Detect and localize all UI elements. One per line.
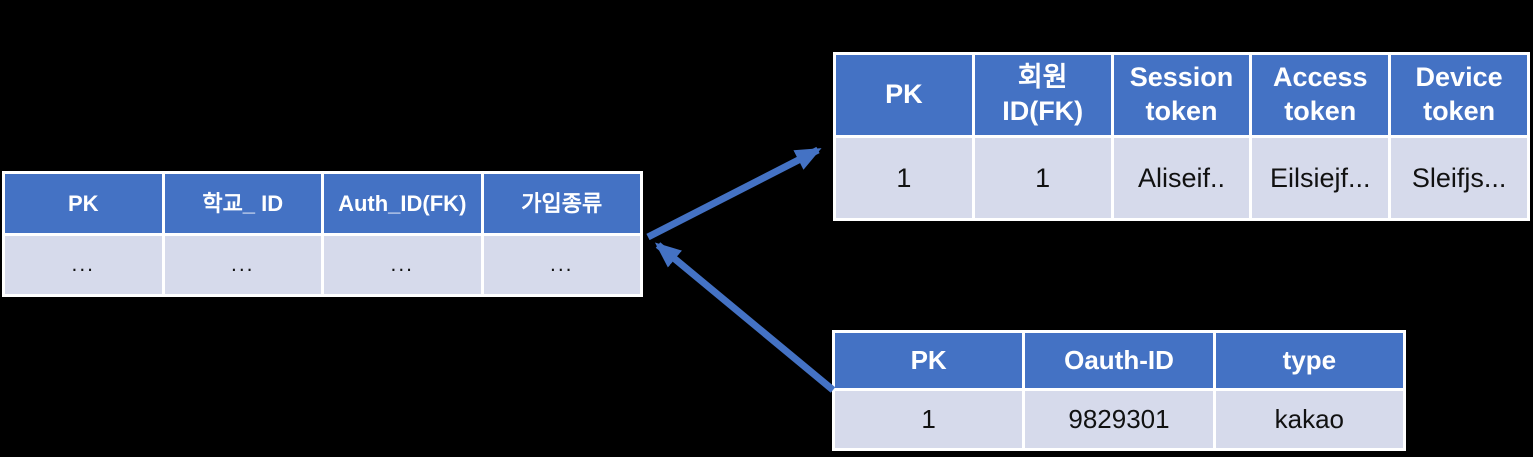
- token-cell: Aliseif..: [1113, 138, 1250, 218]
- token-column-header: 회원 ID(FK): [974, 55, 1111, 135]
- token-cell: 1: [836, 138, 972, 218]
- member-cell: ...: [5, 236, 162, 294]
- token-column-header: Session token: [1113, 55, 1250, 135]
- member-column-header: Auth_ID(FK): [324, 174, 481, 233]
- oauth-column-header: type: [1215, 333, 1403, 388]
- member-column-header: 학교_ ID: [164, 174, 321, 233]
- token-cell: 1: [974, 138, 1111, 218]
- token-column-header: PK: [836, 55, 972, 135]
- connector-member-to-token-arrow: [646, 146, 822, 241]
- member-cell: ...: [483, 236, 640, 294]
- member-cell: ...: [324, 236, 481, 294]
- oauth-column-header: Oauth-ID: [1025, 333, 1213, 388]
- token-column-header: Device token: [1391, 55, 1527, 135]
- oauth-cell: kakao: [1215, 391, 1403, 448]
- oauth-cell: 1: [835, 391, 1023, 448]
- member-column-header: PK: [5, 174, 162, 233]
- oauth-column-header: PK: [835, 333, 1023, 388]
- token-column-header: Access token: [1252, 55, 1389, 135]
- member-column-header: 가입종류: [483, 174, 640, 233]
- token-cell: Eilsiejf...: [1252, 138, 1389, 218]
- member-cell: ...: [164, 236, 321, 294]
- connector-oauth-to-member-arrow: [654, 242, 836, 393]
- oauth-cell: 9829301: [1025, 391, 1213, 448]
- token-cell: Sleifjs...: [1391, 138, 1527, 218]
- member-data-row: ............: [5, 236, 640, 294]
